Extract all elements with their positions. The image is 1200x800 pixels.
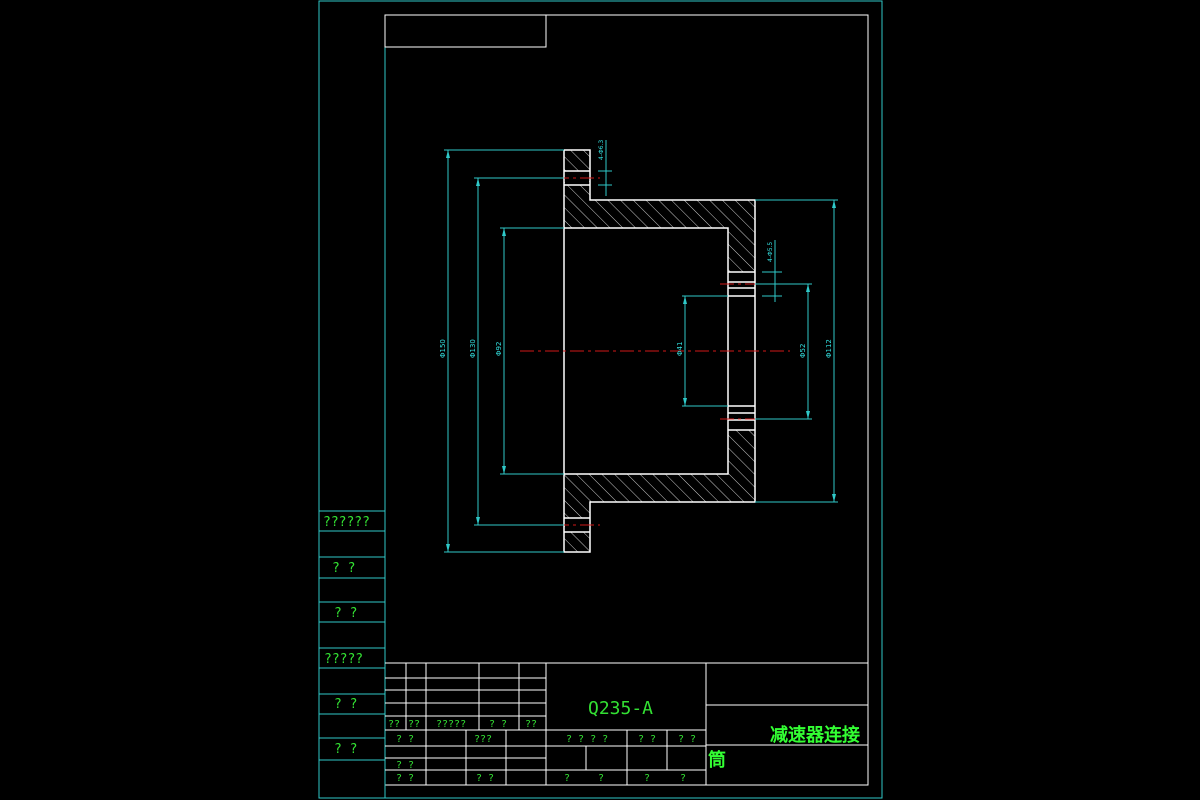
tb-row-d-1: ? ? [396,773,414,784]
dim-flange-outer: Φ150 [439,339,447,358]
tb-mid-header-3: ? ? [678,734,696,745]
part-name-line1: 减速器连接 [770,724,860,746]
tb-row-a-3: ????? [436,719,466,730]
dim-bolt-circle: Φ130 [469,339,477,358]
drawing-frame [384,14,869,786]
tb-row-d-2: ? ? [476,773,494,784]
left-strip-label-1: ?????? [323,515,370,530]
tb-mid-footer-3: ? [644,773,650,784]
title-block [385,662,868,785]
tb-row-b-1: ? ? [396,734,414,745]
tb-row-a-5: ?? [525,719,537,730]
dim-end-hole: Φ41 [676,342,684,356]
hatch-lower [564,430,755,552]
left-strip-label-5: ? ? [334,697,357,712]
tb-row-b-2: ??? [474,734,492,745]
dim-hole-flange: 4-Φ6.3 [598,140,605,160]
dim-bore: Φ92 [495,342,503,356]
left-strip-label-4: ????? [324,652,363,667]
hatch-upper [564,150,755,272]
material-label: Q235-A [588,698,653,719]
code-box [384,14,547,48]
tb-mid-footer-1: ? [564,773,570,784]
part-section: Φ150 Φ130 Φ92 Φ112 Φ52 Φ41 4-Φ6.3 4-Φ5.5 [439,140,838,553]
tb-row-c-1: ? ? [396,760,414,771]
tb-row-a-1: ?? [388,719,400,730]
dim-hole-end: 4-Φ5.5 [767,242,774,262]
tb-mid-header-2: ? ? [638,734,656,745]
tb-mid-header-1: ? ? ? ? [566,734,608,745]
tb-mid-footer-4: ? [680,773,686,784]
tb-mid-footer-2: ? [598,773,604,784]
dim-arrows [446,150,836,552]
dim-outer-body: Φ112 [825,339,833,358]
dim-end-bolt-circle: Φ52 [799,344,807,358]
left-strip [319,510,385,761]
tb-row-a-2: ?? [408,719,420,730]
sheet-border [318,0,883,799]
left-strip-label-2: ? ? [332,561,355,576]
tb-row-a-4: ? ? [489,719,507,730]
part-name-line2: 筒 [708,749,726,771]
left-strip-label-6: ? ? [334,742,357,757]
left-strip-label-3: ? ? [334,606,357,621]
